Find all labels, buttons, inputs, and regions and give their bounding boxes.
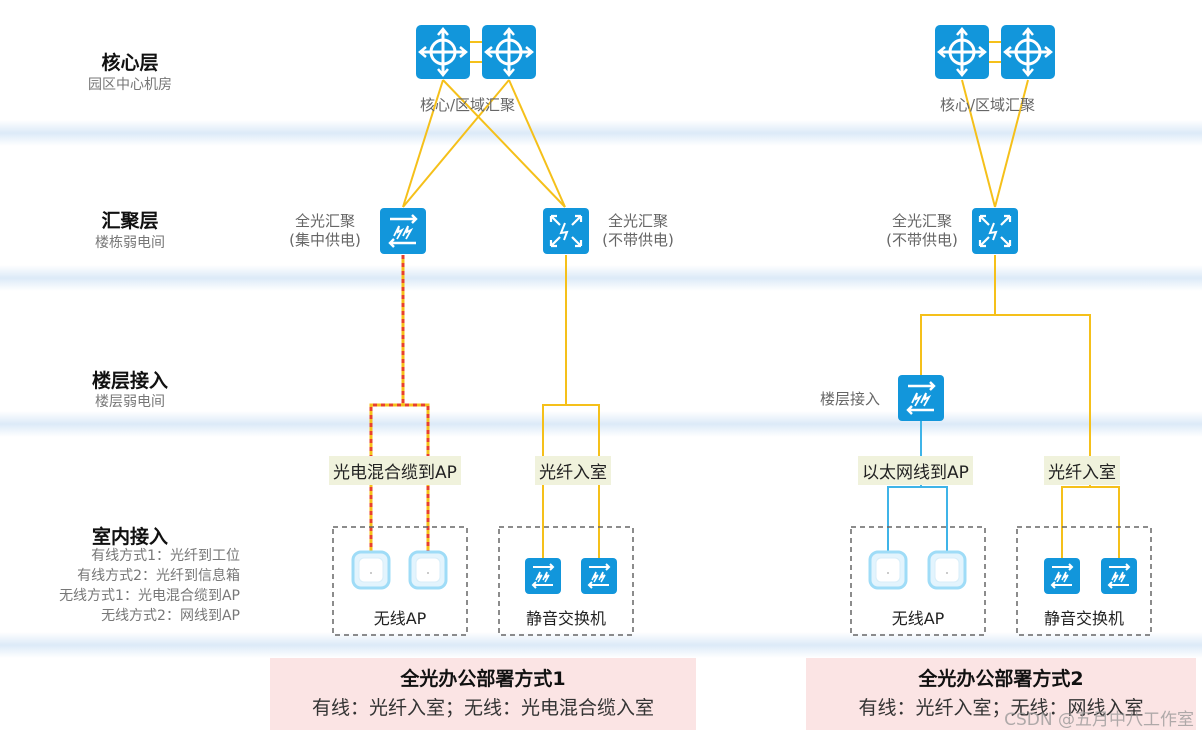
agg-right-label: 全光汇聚 (不带供电) xyxy=(596,212,680,250)
access-point-icon xyxy=(408,550,448,590)
layer-title-core: 核心层 xyxy=(101,52,159,74)
watermark: CSDN @五月中八工作室 xyxy=(1004,710,1194,730)
access-point-icon xyxy=(927,550,967,590)
layer-band xyxy=(0,265,1202,291)
indoor-box-switch-1 xyxy=(498,526,634,636)
aggregation-switch-icon xyxy=(970,206,1020,256)
fiber-link xyxy=(402,79,444,208)
layer-subtitle-floor-access: 楼层弱电间 xyxy=(95,394,165,410)
fiber-link xyxy=(994,79,1029,208)
core-router-icon xyxy=(414,23,472,81)
tag-fiber-1: 光纤入室 xyxy=(535,456,611,485)
agg-label-2-line2: (不带供电) xyxy=(886,231,958,249)
core-router-icon xyxy=(999,23,1057,81)
indoor-method-item: 无线方式1：光电混合缆到AP xyxy=(59,588,240,604)
silent-switch-icon xyxy=(524,557,562,595)
box-label-switch-1: 静音交换机 xyxy=(525,609,606,628)
access-point-icon xyxy=(351,550,391,590)
tag-fiber-2: 光纤入室 xyxy=(1044,456,1120,485)
agg-left-label-line1: 全光汇聚 xyxy=(294,212,355,230)
silent-switch-icon xyxy=(1100,557,1138,595)
layer-subtitle-aggregation: 楼栋弱电间 xyxy=(95,235,165,251)
indoor-method-item: 有线方式2：光纤到信息箱 xyxy=(77,568,240,584)
box-label-ap-2: 无线AP xyxy=(891,609,945,628)
summary-scheme1-desc: 有线：光纤入室；无线：光电混合缆入室 xyxy=(311,697,654,719)
core-router-icon xyxy=(933,23,991,81)
summary-scheme1: 全光办公部署方式1 有线：光纤入室；无线：光电混合缆入室 xyxy=(270,658,696,730)
agg-left-label: 全光汇聚 (集中供电) xyxy=(280,212,370,250)
layer-band xyxy=(0,411,1202,437)
layer-bands xyxy=(0,120,1202,658)
agg-right-label-line1: 全光汇聚 xyxy=(607,212,668,230)
layer-band xyxy=(0,632,1202,658)
tag-hybrid-cable: 光电混合缆到AP xyxy=(329,456,461,485)
fiber-link xyxy=(402,79,510,208)
indoor-box-ap-1 xyxy=(332,526,468,636)
layer-subtitle-core: 园区中心机房 xyxy=(88,77,172,93)
ethernet-branch xyxy=(887,486,948,555)
summary-scheme2-desc: 有线：光纤入室；无线：网线入室 xyxy=(858,697,1144,719)
floor-access-switch-icon xyxy=(896,373,946,423)
box-label-switch-2: 静音交换机 xyxy=(1043,609,1124,628)
agg-label-2-line1: 全光汇聚 xyxy=(891,212,952,230)
core-label-2: 核心/区域汇聚 xyxy=(940,96,1036,114)
silent-switch-icon xyxy=(580,557,618,595)
fiber-link xyxy=(442,79,566,208)
fiber-link xyxy=(920,255,1091,487)
indoor-boxes xyxy=(332,526,1152,636)
fiber-link xyxy=(961,79,996,208)
aggregation-switch-icon xyxy=(378,206,428,256)
silent-switch-icon xyxy=(1043,557,1081,595)
indoor-box-ap-2 xyxy=(850,526,986,636)
agg-label-2: 全光汇聚 (不带供电) xyxy=(880,212,964,250)
box-label-ap-1: 无线AP xyxy=(373,609,427,628)
core-label-1: 核心/区域汇聚 xyxy=(420,96,516,114)
layer-title-floor-access: 楼层接入 xyxy=(91,370,168,392)
layer-title-indoor-access: 室内接入 xyxy=(91,526,168,548)
aggregation-switch-icon xyxy=(541,206,591,256)
agg-right-label-line2: (不带供电) xyxy=(602,231,674,249)
indoor-method-item: 无线方式2：网线到AP xyxy=(101,608,240,624)
indoor-methods-list: 有线方式1：光纤到工位 有线方式2：光纤到信息箱 无线方式1：光电混合缆到AP … xyxy=(0,546,240,626)
indoor-box-switch-2 xyxy=(1016,526,1152,636)
summary-scheme1-title: 全光办公部署方式1 xyxy=(400,668,566,690)
agg-left-label-line2: (集中供电) xyxy=(289,231,361,249)
floor-access-label: 楼层接入 xyxy=(820,390,881,408)
access-point-icon xyxy=(868,550,908,590)
summary-scheme2: 全光办公部署方式2 有线：光纤入室；无线：网线入室 xyxy=(806,658,1196,730)
summary-scheme2-title: 全光办公部署方式2 xyxy=(918,668,1084,690)
layer-title-aggregation: 汇聚层 xyxy=(101,210,159,232)
layer-band xyxy=(0,120,1202,146)
core-router-icon xyxy=(480,23,538,81)
fiber-branch xyxy=(1061,486,1120,558)
indoor-method-item: 有线方式1：光纤到工位 xyxy=(91,548,240,564)
fiber-link xyxy=(508,79,566,208)
tag-ethernet: 以太网线到AP xyxy=(858,456,973,485)
